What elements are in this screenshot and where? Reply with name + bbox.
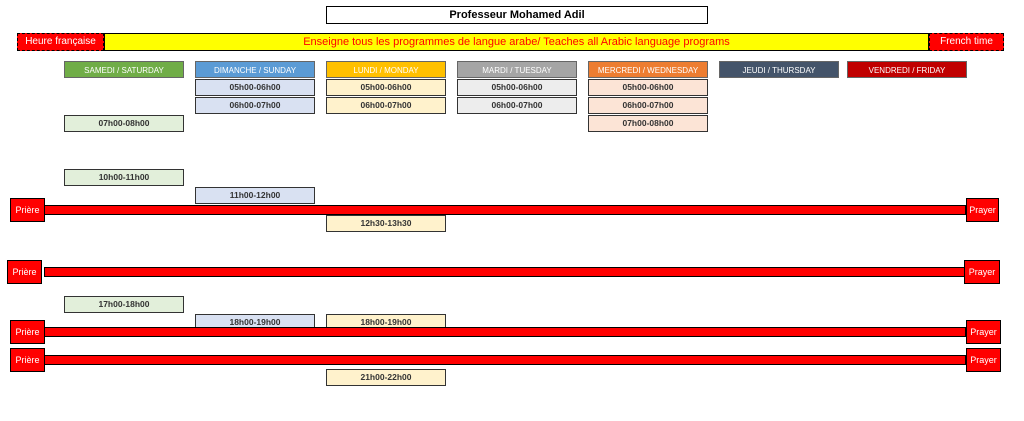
prayer-label-right: Prayer: [966, 320, 1001, 344]
slot-wednesday-0600: 06h00-07h00: [588, 97, 708, 114]
prayer-bar: [44, 327, 966, 337]
prayer-bar: [44, 355, 966, 365]
slot-monday-0500: 05h00-06h00: [326, 79, 446, 96]
slot-sunday-0600: 06h00-07h00: [195, 97, 315, 114]
prayer-label-right: Prayer: [966, 198, 999, 222]
slot-sunday-0500: 05h00-06h00: [195, 79, 315, 96]
prayer-label-left: Prière: [7, 260, 42, 284]
slot-saturday-1000: 10h00-11h00: [64, 169, 184, 186]
slot-monday-1230: 12h30-13h30: [326, 215, 446, 232]
slot-sunday-1100: 11h00-12h00: [195, 187, 315, 204]
french-time-label-left: Heure française: [17, 33, 104, 51]
day-header-thursday: JEUDI / THURSDAY: [719, 61, 839, 78]
day-header-wednesday: MERCREDI / WEDNESDAY: [588, 61, 708, 78]
prayer-bar: [44, 267, 966, 277]
slot-wednesday-0700: 07h00-08h00: [588, 115, 708, 132]
slot-monday-2100: 21h00-22h00: [326, 369, 446, 386]
day-header-tuesday: MARDI / TUESDAY: [457, 61, 577, 78]
day-header-friday: VENDREDI / FRIDAY: [847, 61, 967, 78]
prayer-label-right: Prayer: [966, 348, 1001, 372]
slot-tuesday-0500: 05h00-06h00: [457, 79, 577, 96]
slot-tuesday-0600: 06h00-07h00: [457, 97, 577, 114]
prayer-label-left: Prière: [10, 198, 45, 222]
prayer-bar: [44, 205, 966, 215]
french-time-label-right: French time: [929, 33, 1004, 51]
slot-monday-0600: 06h00-07h00: [326, 97, 446, 114]
prayer-label-left: Prière: [10, 348, 45, 372]
day-header-sunday: DIMANCHE / SUNDAY: [195, 61, 315, 78]
slot-wednesday-0500: 05h00-06h00: [588, 79, 708, 96]
prayer-label-left: Prière: [10, 320, 45, 344]
slot-saturday-0700: 07h00-08h00: [64, 115, 184, 132]
day-header-saturday: SAMEDI / SATURDAY: [64, 61, 184, 78]
day-header-monday: LUNDI / MONDAY: [326, 61, 446, 78]
page-title: Professeur Mohamed Adil: [326, 6, 708, 24]
slot-saturday-1700: 17h00-18h00: [64, 296, 184, 313]
teaches-banner: Enseigne tous les programmes de langue a…: [104, 33, 929, 51]
prayer-label-right: Prayer: [964, 260, 1000, 284]
